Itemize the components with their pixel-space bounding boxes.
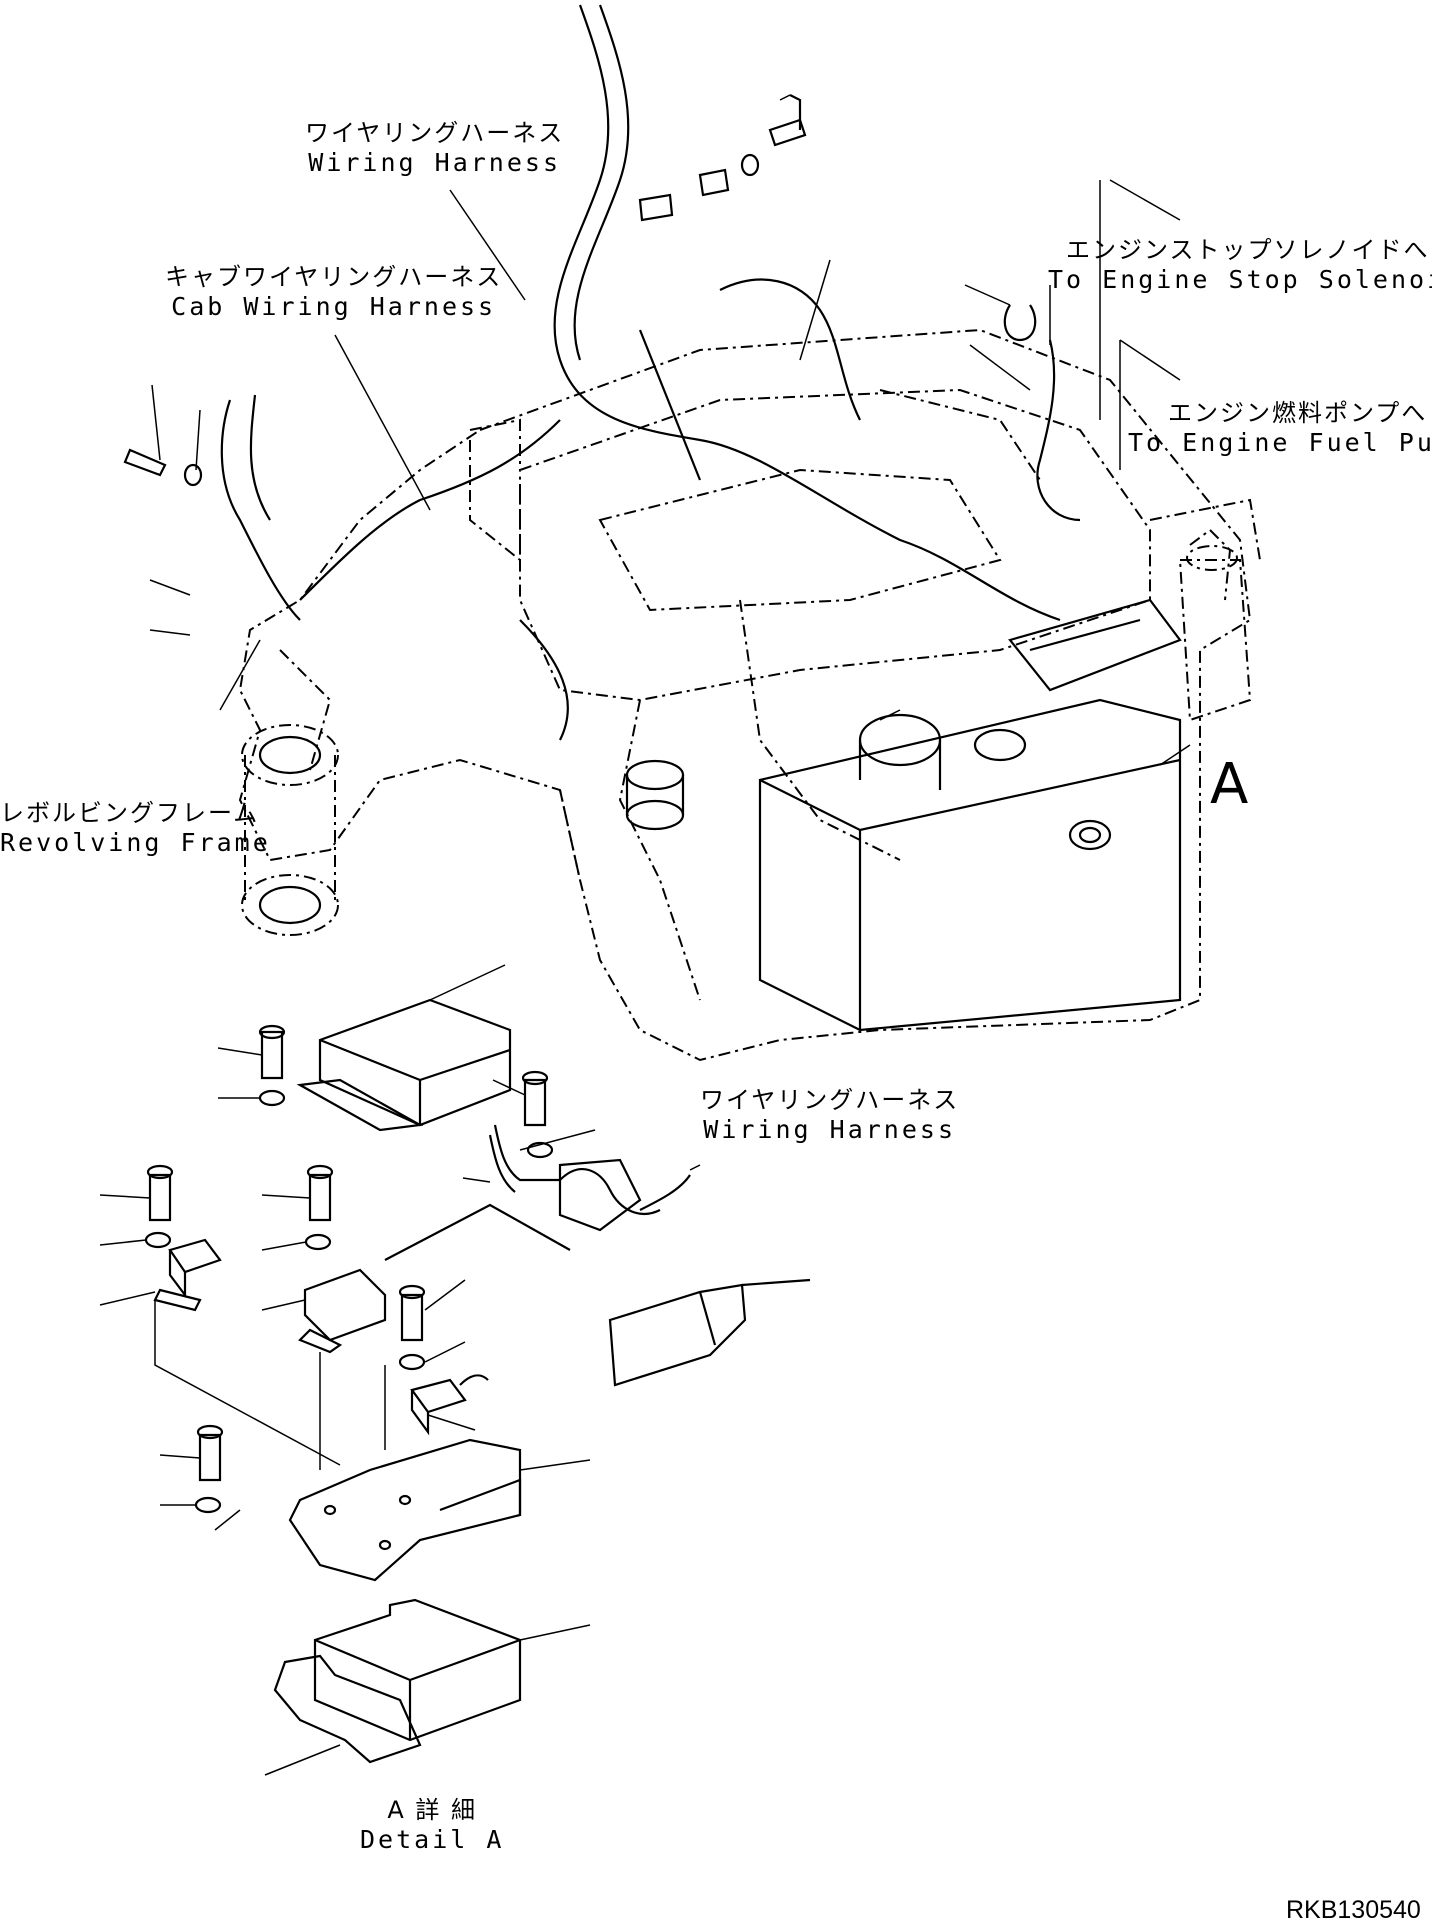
label-engine-fuel-pump: エンジン燃料ポンプへ To Engine Fuel Pump — [1128, 398, 1432, 458]
leader-lines — [149, 94, 1191, 766]
main-wiring-harness — [220, 4, 1081, 741]
bracket-plate — [154, 1300, 591, 1582]
label-cab-wiring-harness-en: Cab Wiring Harness — [171, 292, 497, 321]
label-engine-stop-solenoid: エンジンストップソレノイドへ To Engine Stop Solenoid — [1048, 235, 1432, 295]
label-engine-fuel-pump-en: To Engine Fuel Pump — [1128, 428, 1432, 457]
lower-harness — [384, 1124, 701, 1261]
horn-can — [625, 759, 685, 831]
label-wiring-harness-detail: ワイヤリングハーネス Wiring Harness — [700, 1085, 959, 1145]
label-revolving-frame: レボルビングフレーム Revolving Frame — [0, 798, 271, 858]
label-detail-a: A 詳 細 Detail A — [360, 1795, 504, 1855]
label-engine-stop-solenoid-en: To Engine Stop Solenoid — [1048, 265, 1432, 294]
label-detail-a-jp: A 詳 細 — [387, 1796, 478, 1824]
label-cab-wiring-harness: キャブワイヤリングハーネス Cab Wiring Harness — [165, 262, 502, 322]
label-revolving-frame-jp: レボルビングフレーム — [0, 799, 260, 827]
label-wiring-harness-top-en: Wiring Harness — [308, 148, 561, 177]
cover-plates — [608, 1278, 811, 1387]
drawing-code: RKB130540 — [1286, 1896, 1421, 1924]
label-wiring-harness-top: ワイヤリングハーネス Wiring Harness — [305, 118, 564, 178]
label-detail-a-en: Detail A — [360, 1825, 505, 1854]
fasteners-top — [123, 94, 1037, 487]
insulation-pads — [264, 1598, 591, 1776]
relays — [153, 1238, 489, 1436]
label-engine-stop-solenoid-jp: エンジンストップソレノイドへ — [1066, 236, 1430, 264]
view-marker-a: A — [1210, 752, 1249, 817]
controller-box — [296, 964, 512, 1132]
revolving-frame-outline — [238, 328, 1261, 1062]
leader-lines-lower — [99, 1047, 596, 1506]
label-wiring-harness-detail-en: Wiring Harness — [703, 1115, 956, 1144]
label-wiring-harness-detail-jp: ワイヤリングハーネス — [700, 1086, 960, 1114]
fuel-tank — [758, 698, 1182, 1032]
label-wiring-harness-top-jp: ワイヤリングハーネス — [305, 119, 565, 147]
label-cab-wiring-harness-jp: キャブワイヤリングハーネス — [165, 263, 503, 291]
label-engine-fuel-pump-jp: エンジン燃料ポンプへ — [1168, 399, 1428, 427]
label-revolving-frame-en: Revolving Frame — [0, 828, 271, 857]
battery-box — [858, 598, 1182, 790]
bolts-lower — [144, 1024, 554, 1514]
